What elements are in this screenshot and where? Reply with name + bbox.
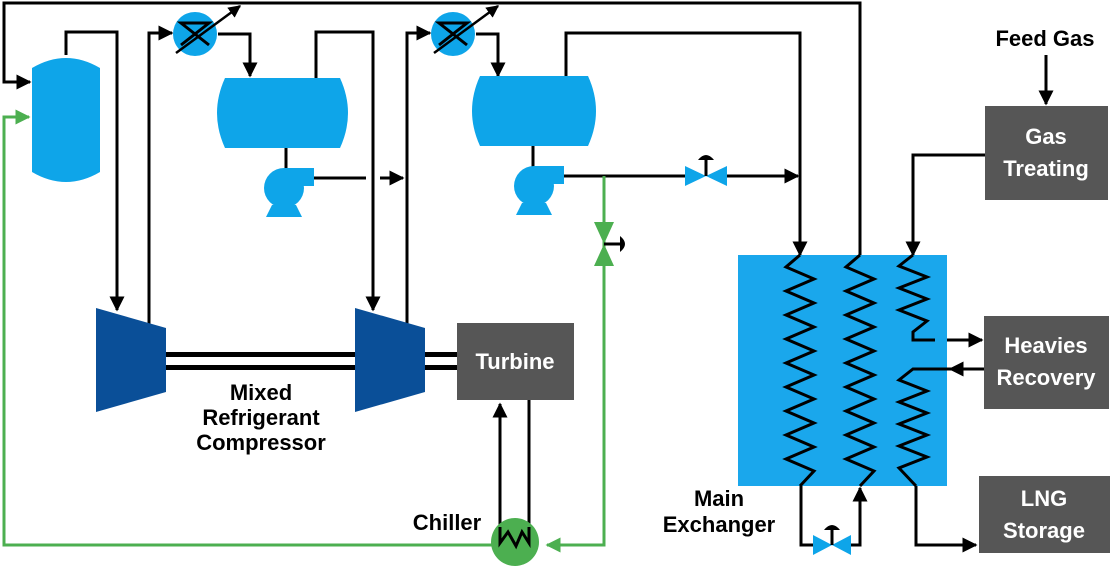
suction-drum-icon bbox=[32, 58, 100, 182]
compressor-stage-icon bbox=[96, 308, 166, 412]
cooler-icon bbox=[431, 4, 500, 56]
stage1-discharge-line bbox=[147, 25, 174, 325]
treated-gas-line bbox=[905, 153, 985, 257]
turbine-box: Turbine bbox=[457, 323, 574, 400]
cooler-icon bbox=[173, 4, 242, 56]
valve-icon bbox=[685, 155, 727, 186]
cooler1-to-drum-line bbox=[218, 32, 258, 78]
recycle-lines bbox=[2, 109, 606, 553]
return-line-top bbox=[2, 1, 862, 255]
gas-treating-label-line1: Gas bbox=[1025, 124, 1067, 149]
bottom-jt-loop bbox=[799, 486, 815, 547]
recycle-line-from-pump bbox=[545, 176, 606, 553]
chiller-icon bbox=[491, 518, 539, 566]
cooler2-to-drum-line bbox=[476, 32, 506, 78]
feed-gas-label: Feed Gas bbox=[995, 26, 1094, 51]
compressor-label-line1: Mixed bbox=[230, 380, 292, 405]
heavies-recovery-box: Heavies Recovery bbox=[984, 316, 1109, 409]
lng-storage-label-line1: LNG bbox=[1021, 486, 1067, 511]
heavies-recovery-label-line2: Recovery bbox=[996, 365, 1096, 390]
lng-storage-label-line2: Storage bbox=[1003, 518, 1085, 543]
process-lines bbox=[2, 1, 1054, 553]
bottom-jt-loop-return bbox=[849, 486, 868, 547]
drum3-vapor-line bbox=[564, 31, 808, 257]
turbine-label: Turbine bbox=[475, 349, 554, 374]
to-lng-line bbox=[914, 486, 978, 553]
main-exchanger-label-line1: Main bbox=[694, 486, 744, 511]
recycle-line-to-suction bbox=[2, 109, 493, 547]
stage2-discharge-line bbox=[405, 25, 432, 325]
heavies-recovery-label-line1: Heavies bbox=[1004, 333, 1087, 358]
compressor-shaft bbox=[165, 352, 457, 370]
gas-treating-box: Gas Treating bbox=[985, 106, 1108, 200]
pump-icon bbox=[264, 168, 314, 217]
valve-icon bbox=[594, 222, 625, 266]
valve-icon bbox=[813, 525, 851, 555]
lng-storage-box: LNG Storage bbox=[979, 476, 1110, 553]
compressor-stage-icon bbox=[355, 308, 425, 412]
interstage-drum-icon bbox=[217, 78, 348, 148]
discharge-drum-icon bbox=[472, 76, 596, 146]
suction-to-compressor-line bbox=[64, 30, 125, 312]
main-exchanger-label-line2: Exchanger bbox=[663, 512, 776, 537]
compressor-label-line2: Refrigerant bbox=[202, 405, 320, 430]
exchanger-coil-icon bbox=[782, 253, 950, 488]
pump-icon bbox=[514, 166, 564, 215]
drum2-vapor-line bbox=[314, 30, 381, 312]
compressor-label-line3: Compressor bbox=[196, 430, 326, 455]
gas-treating-label-line2: Treating bbox=[1003, 156, 1089, 181]
chiller-label: Chiller bbox=[413, 510, 482, 535]
